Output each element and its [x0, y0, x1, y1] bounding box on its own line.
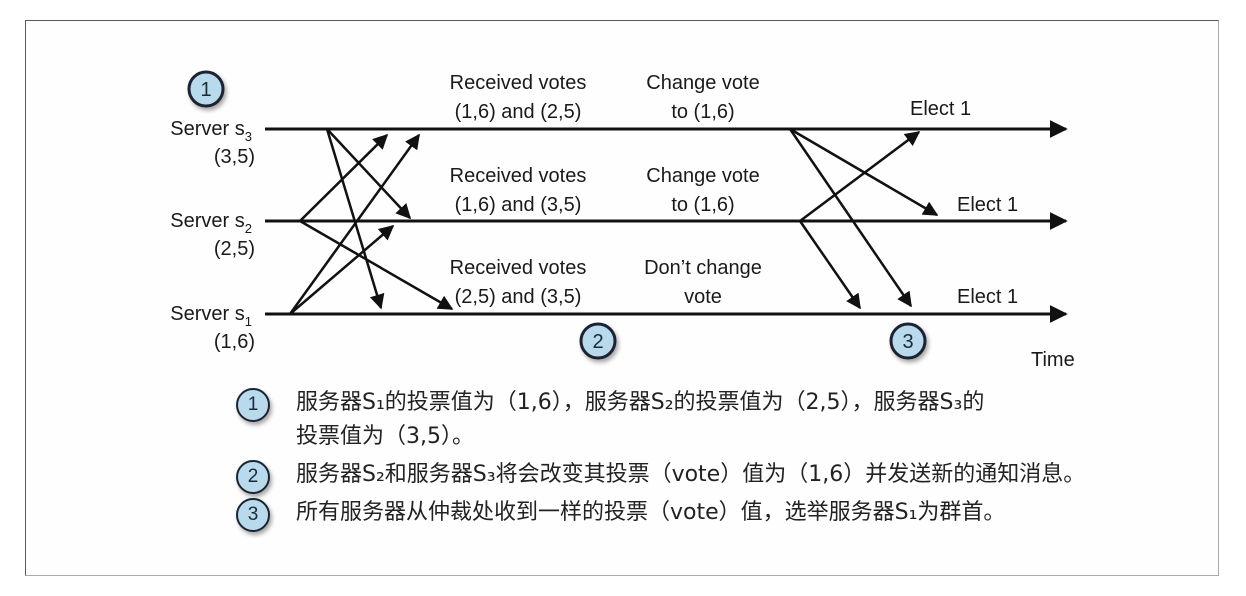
received-votes-s1-line1: Received votes	[450, 257, 587, 279]
message-arrow-s2-to-s3	[799, 130, 921, 223]
step-badge-2-number: 2	[592, 331, 603, 353]
received-votes-s3-line1: Received votes	[450, 72, 587, 94]
received-votes-s3-line2: (1,6) and (2,5)	[455, 101, 582, 123]
received-votes-s2-line2: (1,6) and (3,5)	[455, 194, 582, 216]
message-arrow-s2-to-s1	[798, 220, 862, 310]
step-badges: 1 2 3	[187, 70, 927, 360]
message-arrow-s1-to-s2	[289, 225, 395, 315]
timelines	[265, 120, 1068, 323]
time-axis-label: Time	[1031, 349, 1075, 371]
elect-labels: Elect 1 Elect 1 Elect 1 Time	[910, 98, 1075, 371]
note-3: 3 所有服务器从仲裁处收到一样的投票（vote）值，选举服务器S₁为群首。	[232, 496, 1222, 532]
step-badge-3: 3	[889, 322, 927, 360]
step-badge-1: 1	[187, 70, 225, 108]
change-vote-s2-line1: Change vote	[646, 165, 759, 187]
note-2-badge: 2	[236, 460, 270, 494]
message-arrow-s2-to-s3	[299, 133, 389, 222]
message-arrow-s2-to-s1	[299, 219, 454, 311]
note-3-badge: 3	[236, 498, 270, 532]
change-vote-s1-line1: Don’t change	[644, 257, 762, 279]
step-badge-2: 2	[579, 322, 617, 360]
change-vote-labels: Change vote to (1,6) Change vote to (1,6…	[644, 72, 762, 308]
server-s3-label: Server s3	[170, 118, 252, 144]
message-arrow-s3-to-s1	[788, 128, 913, 308]
note-3-text: 所有服务器从仲裁处收到一样的投票（vote）值，选举服务器S₁为群首。	[296, 500, 1006, 525]
note-1-badge: 1	[236, 388, 270, 422]
change-vote-s1-line2: vote	[684, 286, 722, 308]
change-vote-s2-line2: to (1,6)	[671, 194, 734, 216]
received-votes-s2-line1: Received votes	[450, 165, 587, 187]
step-badge-1-number: 1	[200, 79, 211, 101]
message-arrow-s1-to-s3	[288, 133, 421, 315]
server-labels: Server s3 (3,5) Server s2 (2,5) Server s…	[170, 118, 255, 353]
elect-s3-label: Elect 1	[910, 98, 971, 120]
elect-s2-label: Elect 1	[957, 194, 1018, 216]
message-arrow-s3-to-s1	[325, 128, 385, 310]
note-1: 1 服务器S₁的投票值为（1,6），服务器S₂的投票值为（2,5），服务器S₃的…	[232, 386, 1222, 454]
note-1-text: 服务器S₁的投票值为（1,6），服务器S₂的投票值为（2,5），服务器S₃的 投…	[296, 390, 985, 449]
message-arrow-s3-to-s2	[326, 128, 412, 220]
received-votes-s1-line2: (2,5) and (3,5)	[455, 286, 582, 308]
received-votes-labels: Received votes (1,6) and (2,5) Received …	[450, 72, 587, 308]
note-2-text: 服务器S₂和服务器S₃将会改变其投票（vote）值为（1,6）并发送新的通知消息…	[296, 462, 1086, 487]
server-s1-vote: (1,6)	[214, 331, 255, 353]
server-s1-label: Server s1	[170, 303, 252, 329]
message-arrows	[288, 127, 939, 315]
server-s2-vote: (2,5)	[214, 238, 255, 260]
change-vote-s3-line2: to (1,6)	[671, 101, 734, 123]
figure-frame	[25, 20, 1219, 576]
change-vote-s3-line1: Change vote	[646, 72, 759, 94]
note-2: 2 服务器S₂和服务器S₃将会改变其投票（vote）值为（1,6）并发送新的通知…	[232, 458, 1222, 494]
step-badge-3-number: 3	[902, 331, 913, 353]
notes-list: 1 服务器S₁的投票值为（1,6），服务器S₂的投票值为（2,5），服务器S₃的…	[232, 386, 1222, 532]
elect-s1-label: Elect 1	[957, 286, 1018, 308]
server-s3-vote: (3,5)	[214, 146, 255, 168]
server-s2-label: Server s2	[170, 210, 252, 236]
